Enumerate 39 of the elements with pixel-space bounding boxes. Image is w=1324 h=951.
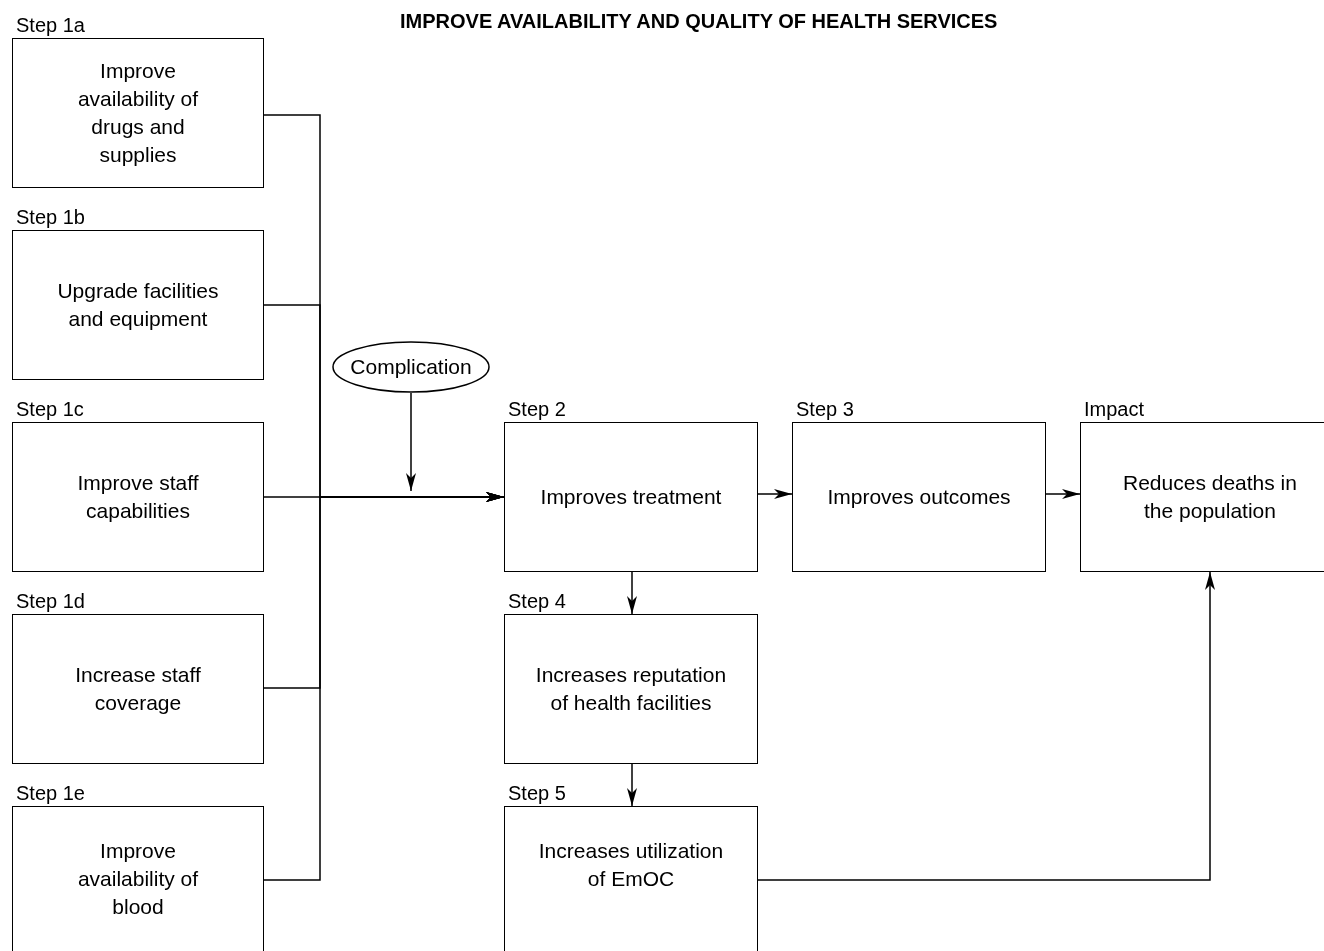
box-text: Reduces deaths in the population (1122, 470, 1298, 524)
arrow (757, 489, 793, 499)
title: IMPROVE AVAILABILITY AND QUALITY OF HEALTH SERVICES (400, 10, 998, 33)
box-text: Upgrade facilities and equipment (56, 278, 220, 332)
process-box (12, 38, 264, 188)
box-text: Increase staff coverage (74, 662, 202, 716)
node-label: Complication (350, 354, 472, 380)
step-heading: Step 2 (508, 398, 566, 420)
step-heading: Step 1d (16, 590, 85, 612)
process-box (504, 614, 758, 764)
process-box (504, 422, 758, 572)
box-text: Improve staff capabilities (76, 470, 200, 524)
step-heading: Step 3 (796, 398, 854, 420)
process-box (1080, 422, 1324, 572)
step-heading: Impact (1084, 398, 1145, 420)
step-heading: Step 4 (508, 590, 566, 612)
process-box (12, 806, 264, 951)
step-heading: Step 5 (508, 782, 566, 804)
process-box (12, 614, 264, 764)
process-box (504, 806, 758, 951)
box-text: Increases reputation of health facilities (534, 662, 728, 716)
arrow (757, 571, 1215, 881)
box-text: Improve availability of drugs and supplies (76, 58, 200, 168)
step-heading: Step 1b (16, 206, 85, 228)
box-text: Improve availability of blood (76, 838, 200, 920)
process-box (792, 422, 1046, 572)
box-text: Improves outcomes (826, 484, 1012, 510)
arrow (627, 571, 637, 615)
ellipse-node (332, 341, 490, 393)
arrow (1045, 489, 1081, 499)
process-box (12, 422, 264, 572)
step-heading: Step 1e (16, 782, 85, 804)
box-text: Increases utilization of EmOC (537, 838, 725, 892)
step-heading: Step 1a (16, 14, 85, 36)
arrow (406, 392, 416, 492)
box-text: Improves treatment (539, 484, 723, 510)
process-box (12, 230, 264, 380)
arrow (627, 763, 637, 807)
step-heading: Step 1c (16, 398, 84, 420)
